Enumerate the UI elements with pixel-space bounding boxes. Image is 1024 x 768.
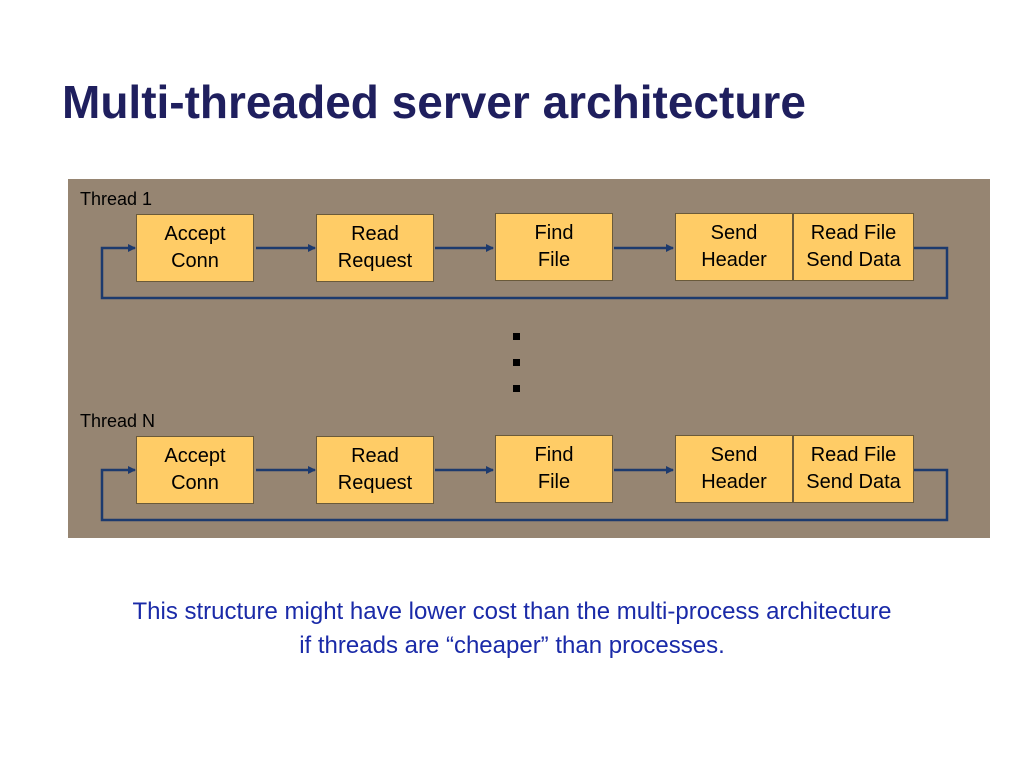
box-line-2: Request <box>337 250 413 272</box>
box-line-2: Send Data <box>806 471 901 493</box>
box-line-2: Header <box>701 249 767 271</box>
thread-1-read-request-box: Read Request <box>316 214 434 282</box>
caption-line-1: This structure might have lower cost tha… <box>132 598 892 625</box>
box-line-1: Accept <box>164 445 226 467</box>
thread-1-send-data-box: Read File Send Data <box>793 213 914 281</box>
thread-n-find-file-box: Find File <box>495 435 613 503</box>
arrow-loop-back <box>100 466 949 522</box>
box-line-1: Accept <box>164 223 226 245</box>
slide-title: Multi-threaded server architecture <box>62 76 806 128</box>
box-line-2: Conn <box>171 250 219 272</box>
ellipsis-dot <box>513 359 520 366</box>
box-line-2: Request <box>337 472 413 494</box>
thread-n-send-header-box: Send Header <box>675 435 793 503</box>
arrow-loop-back <box>100 244 949 300</box>
box-line-1: Find <box>534 444 574 466</box>
thread-1-find-file-box: Find File <box>495 213 613 281</box>
box-line-1: Read File <box>810 444 897 466</box>
thread-1-label: Thread 1 <box>80 189 153 209</box>
thread-n-send-data-box: Read File Send Data <box>793 435 914 503</box>
slide-caption: This structure might have lower cost tha… <box>0 595 1024 663</box>
thread-1-arrows <box>100 244 949 300</box>
box-line-2: File <box>537 471 571 493</box>
box-line-2: File <box>537 249 571 271</box>
caption-line-2: if threads are “cheaper” than processes. <box>299 632 725 659</box>
box-line-1: Read <box>351 223 399 245</box>
box-line-2: Header <box>701 471 767 493</box>
vertical-ellipsis <box>513 330 525 396</box>
thread-n-read-request-box: Read Request <box>316 436 434 504</box>
box-line-1: Send <box>710 444 758 466</box>
thread-n-label: Thread N <box>80 411 156 431</box>
thread-1-send-header-box: Send Header <box>675 213 793 281</box>
box-line-1: Read File <box>810 222 897 244</box>
box-line-2: Conn <box>171 472 219 494</box>
thread-1-accept-conn-box: Accept Conn <box>136 214 254 282</box>
box-line-1: Send <box>710 222 758 244</box>
box-line-1: Find <box>534 222 574 244</box>
ellipsis-dot <box>513 385 520 392</box>
thread-n-arrows <box>100 466 949 522</box>
ellipsis-dot <box>513 333 520 340</box>
thread-n-accept-conn-box: Accept Conn <box>136 436 254 504</box>
box-line-2: Send Data <box>806 249 901 271</box>
box-line-1: Read <box>351 445 399 467</box>
